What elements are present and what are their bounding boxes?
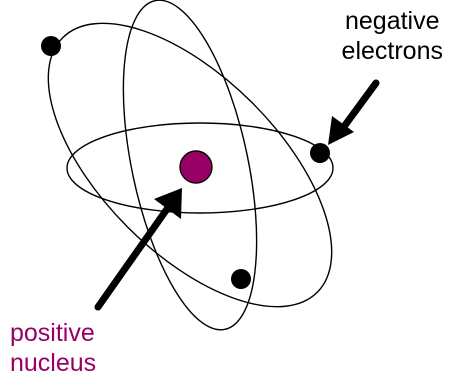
- electron: [310, 143, 330, 163]
- electron: [231, 269, 251, 289]
- orbit-horizontal: [66, 122, 334, 214]
- electron-arrow: [328, 79, 380, 145]
- label-line: negative: [345, 7, 440, 35]
- label-line: positive: [10, 319, 95, 347]
- nucleus: [179, 150, 213, 184]
- orbit-tilted-left: [47, 22, 333, 308]
- positive-nucleus-label: positive nucleus: [10, 318, 96, 378]
- orbit-tilted-right: [122, 0, 258, 331]
- electron: [41, 36, 61, 56]
- label-line: electrons: [341, 37, 443, 65]
- label-line: nucleus: [10, 349, 97, 377]
- negative-electrons-label: negative electrons: [342, 6, 443, 66]
- nucleus-arrow: [94, 188, 182, 311]
